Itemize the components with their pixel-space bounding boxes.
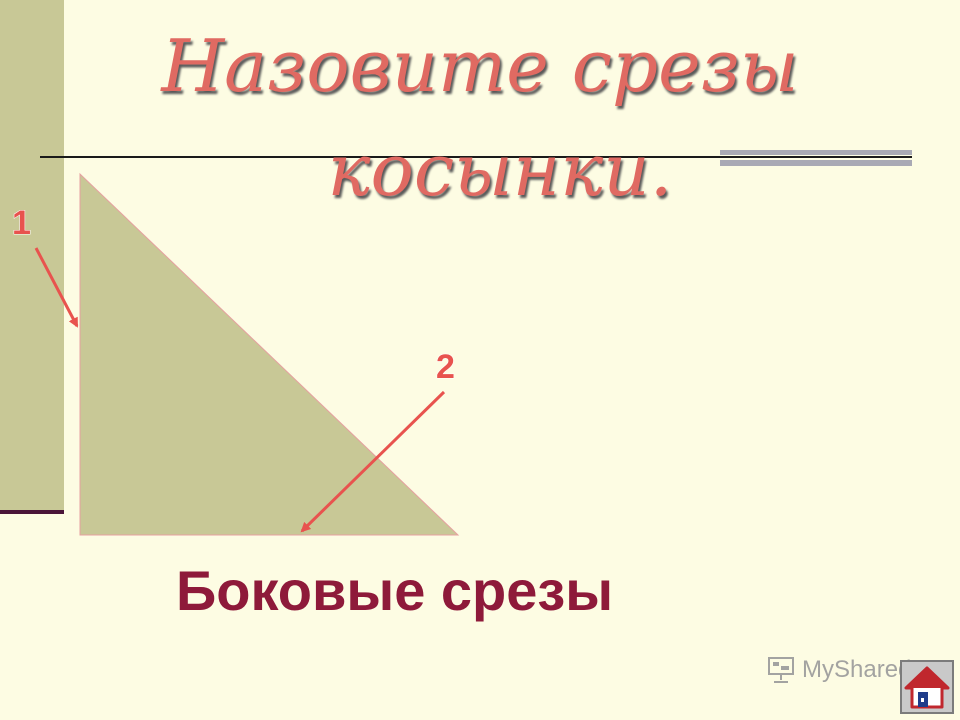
title-rule-accent-bottom	[720, 160, 912, 166]
slide-title: Назовите срезы косынки.	[0, 14, 960, 222]
side-decor-bar	[0, 0, 64, 512]
arrow-1	[34, 247, 79, 328]
side-decor-line	[0, 510, 64, 514]
slide-caption: Боковые срезы	[176, 559, 614, 622]
arrow-2	[300, 390, 446, 533]
title-line-1: Назовите срезы	[161, 24, 799, 108]
home-icon	[904, 666, 950, 709]
title-line-2: косынки.	[327, 128, 673, 212]
label-1: 1	[12, 204, 31, 242]
watermark-text: MyShared	[802, 656, 912, 683]
home-button[interactable]	[900, 660, 954, 714]
presentation-icon	[768, 657, 794, 683]
title-rule-accent-top	[720, 150, 912, 155]
watermark: MyShared	[766, 656, 911, 684]
title-rule	[40, 156, 912, 158]
label-2: 2	[436, 348, 455, 386]
kerchief-triangle	[79, 172, 460, 536]
